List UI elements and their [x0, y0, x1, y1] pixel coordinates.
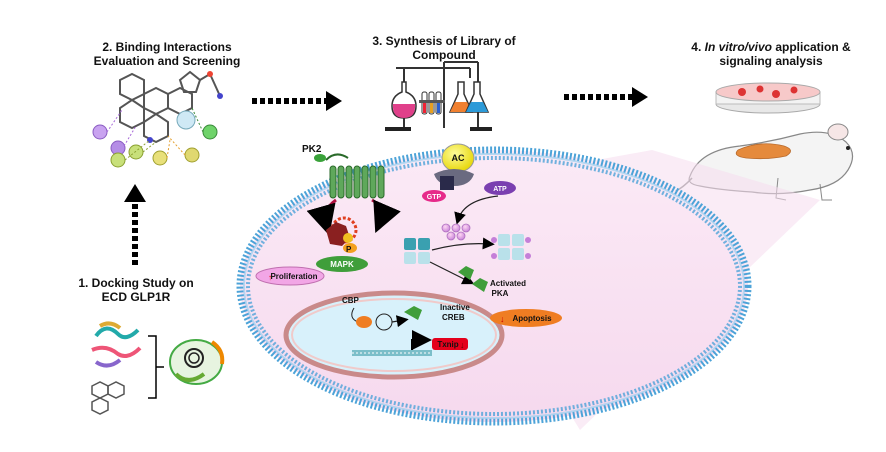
- lab-glassware-illustration: [385, 61, 492, 131]
- apoptosis-node: [490, 309, 562, 327]
- gtp-label: GTP: [427, 194, 442, 201]
- arrow-step3-to-step4: [564, 87, 648, 107]
- atp-node: [484, 181, 516, 195]
- adenylyl-cyclase: [422, 143, 475, 202]
- binding-interaction-diagram: [92, 70, 223, 168]
- gpcr-receptor: [314, 153, 385, 199]
- activated-pka-label-line2: PKA: [492, 289, 509, 298]
- apoptosis-label: Apoptosis: [512, 314, 552, 323]
- petri-dish-icon: [715, 82, 821, 114]
- proliferation-node: [255, 266, 325, 286]
- mapk-node: [316, 256, 368, 272]
- txnip-label: Txnip: [437, 340, 458, 349]
- step3-title-line1: 3. Synthesis of Library of: [372, 34, 516, 48]
- step2-title-line2: Evaluation and Screening: [93, 54, 241, 68]
- pka-with-camp: [491, 234, 531, 260]
- inactive-creb-label-line1: Inactive: [440, 303, 470, 312]
- step4-italic: In vitro/vivo: [704, 40, 772, 54]
- transcription-arrow: [411, 330, 432, 350]
- creb-protein: [404, 306, 422, 320]
- arrow-step1-to-step2: [124, 184, 146, 265]
- step4-prefix: 4.: [691, 40, 705, 54]
- svg-text:↑: ↑: [268, 273, 272, 282]
- activated-pka-label-line1: Activated: [490, 279, 526, 288]
- step3-title: 3. Synthesis of Library of Compound: [366, 34, 522, 62]
- step4-title-line1: 4. In vitro/vivo application &: [676, 40, 866, 54]
- nucleus: [283, 290, 505, 380]
- mapk-label: MAPK: [330, 260, 354, 269]
- step4-suffix: application &: [772, 40, 851, 54]
- svg-text:↓: ↓: [500, 314, 505, 324]
- arrow-step2-to-step3: [252, 91, 342, 111]
- pka-inactive: [404, 238, 430, 264]
- inactive-creb-label-line2: CREB: [442, 313, 465, 322]
- step1-title: 1. Docking Study on ECD GLP1R: [62, 276, 210, 304]
- phospho-label: P: [346, 245, 352, 254]
- step3-title-line2: Compound: [412, 48, 476, 62]
- step4-title: 4. In vitro/vivo application & signaling…: [676, 40, 866, 68]
- dna-strand: [352, 350, 432, 356]
- camp-cluster: [441, 223, 471, 241]
- txnip-gene: [432, 338, 468, 350]
- step1-title-line1: 1. Docking Study on: [78, 276, 194, 290]
- proliferation-label: Proliferation: [270, 272, 317, 281]
- step1-title-line2: ECD GLP1R: [101, 290, 171, 304]
- atp-label: ATP: [493, 186, 507, 193]
- step4-title-line2: signaling analysis: [719, 54, 823, 68]
- cbp-protein: [356, 316, 372, 328]
- arrestin-complex: [326, 216, 358, 253]
- cbp-label: CBP: [342, 296, 360, 305]
- docking-structures: [91, 321, 225, 415]
- pk2-ligand: [314, 154, 326, 162]
- pk2-label: PK2: [302, 144, 322, 155]
- svg-text:↓: ↓: [460, 340, 465, 350]
- activated-pka-subunits: [458, 266, 488, 292]
- step2-title-line1: 2. Binding Interactions: [102, 40, 232, 54]
- step2-title: 2. Binding Interactions Evaluation and S…: [92, 40, 242, 68]
- ac-label: AC: [452, 153, 465, 163]
- cell-membrane: [236, 146, 752, 426]
